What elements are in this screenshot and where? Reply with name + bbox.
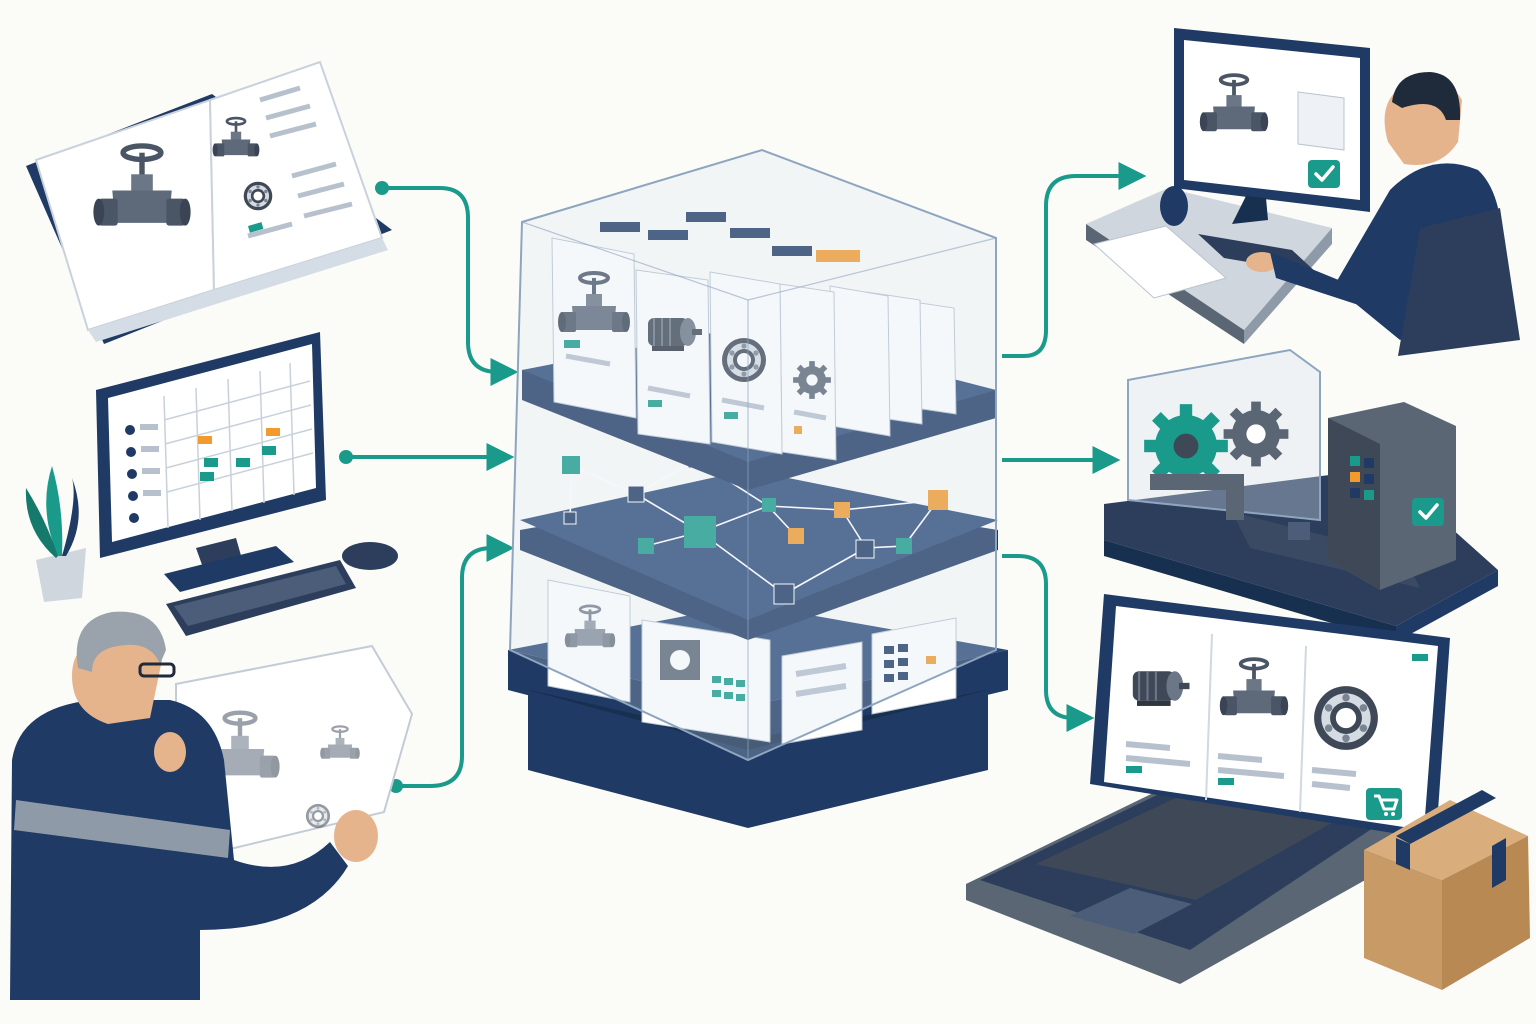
shopping-cart-icon [1366, 788, 1402, 820]
bearing-icon [243, 181, 273, 211]
gear-icon [1144, 404, 1228, 488]
product-cards-layer [551, 212, 957, 461]
trackpad [1070, 888, 1192, 934]
glass-enclosure [508, 148, 997, 762]
automated-machine [1104, 348, 1498, 642]
checkmark-icon [1306, 158, 1342, 190]
graph-nodes [562, 451, 948, 605]
spreadsheet-grid [163, 362, 314, 529]
ecommerce-laptop [966, 594, 1530, 990]
plant-icon [25, 466, 86, 602]
documents-layer [547, 579, 957, 745]
arrow-catalog-to-hub [382, 186, 519, 386]
knowledge-hub [508, 148, 1008, 828]
connector-arrows [339, 162, 1147, 793]
technical-drawings [10, 611, 414, 1000]
bearing-icon [305, 803, 331, 829]
mouse-icon [342, 542, 398, 570]
table-lines [247, 85, 353, 239]
erp-spreadsheet [25, 332, 398, 636]
printed-catalog [26, 60, 392, 344]
keypad-icon [712, 676, 745, 701]
arrow-drawings-to-hub [396, 534, 515, 788]
arrow-hub-to-laptop [1002, 554, 1095, 732]
checkmark-icon [1410, 496, 1446, 528]
engineer-figure [1246, 72, 1520, 356]
engineer-workstation [1086, 28, 1520, 356]
shipping-box-icon [1364, 790, 1530, 990]
bearing-icon [1314, 686, 1378, 750]
gear-icon [1223, 401, 1289, 467]
mug-icon [1160, 186, 1188, 226]
arrow-hub-to-engineer [1002, 162, 1147, 358]
control-panel-icon [1350, 456, 1374, 500]
keyboard-icon [1036, 792, 1344, 900]
engineer-figure [10, 611, 378, 1000]
